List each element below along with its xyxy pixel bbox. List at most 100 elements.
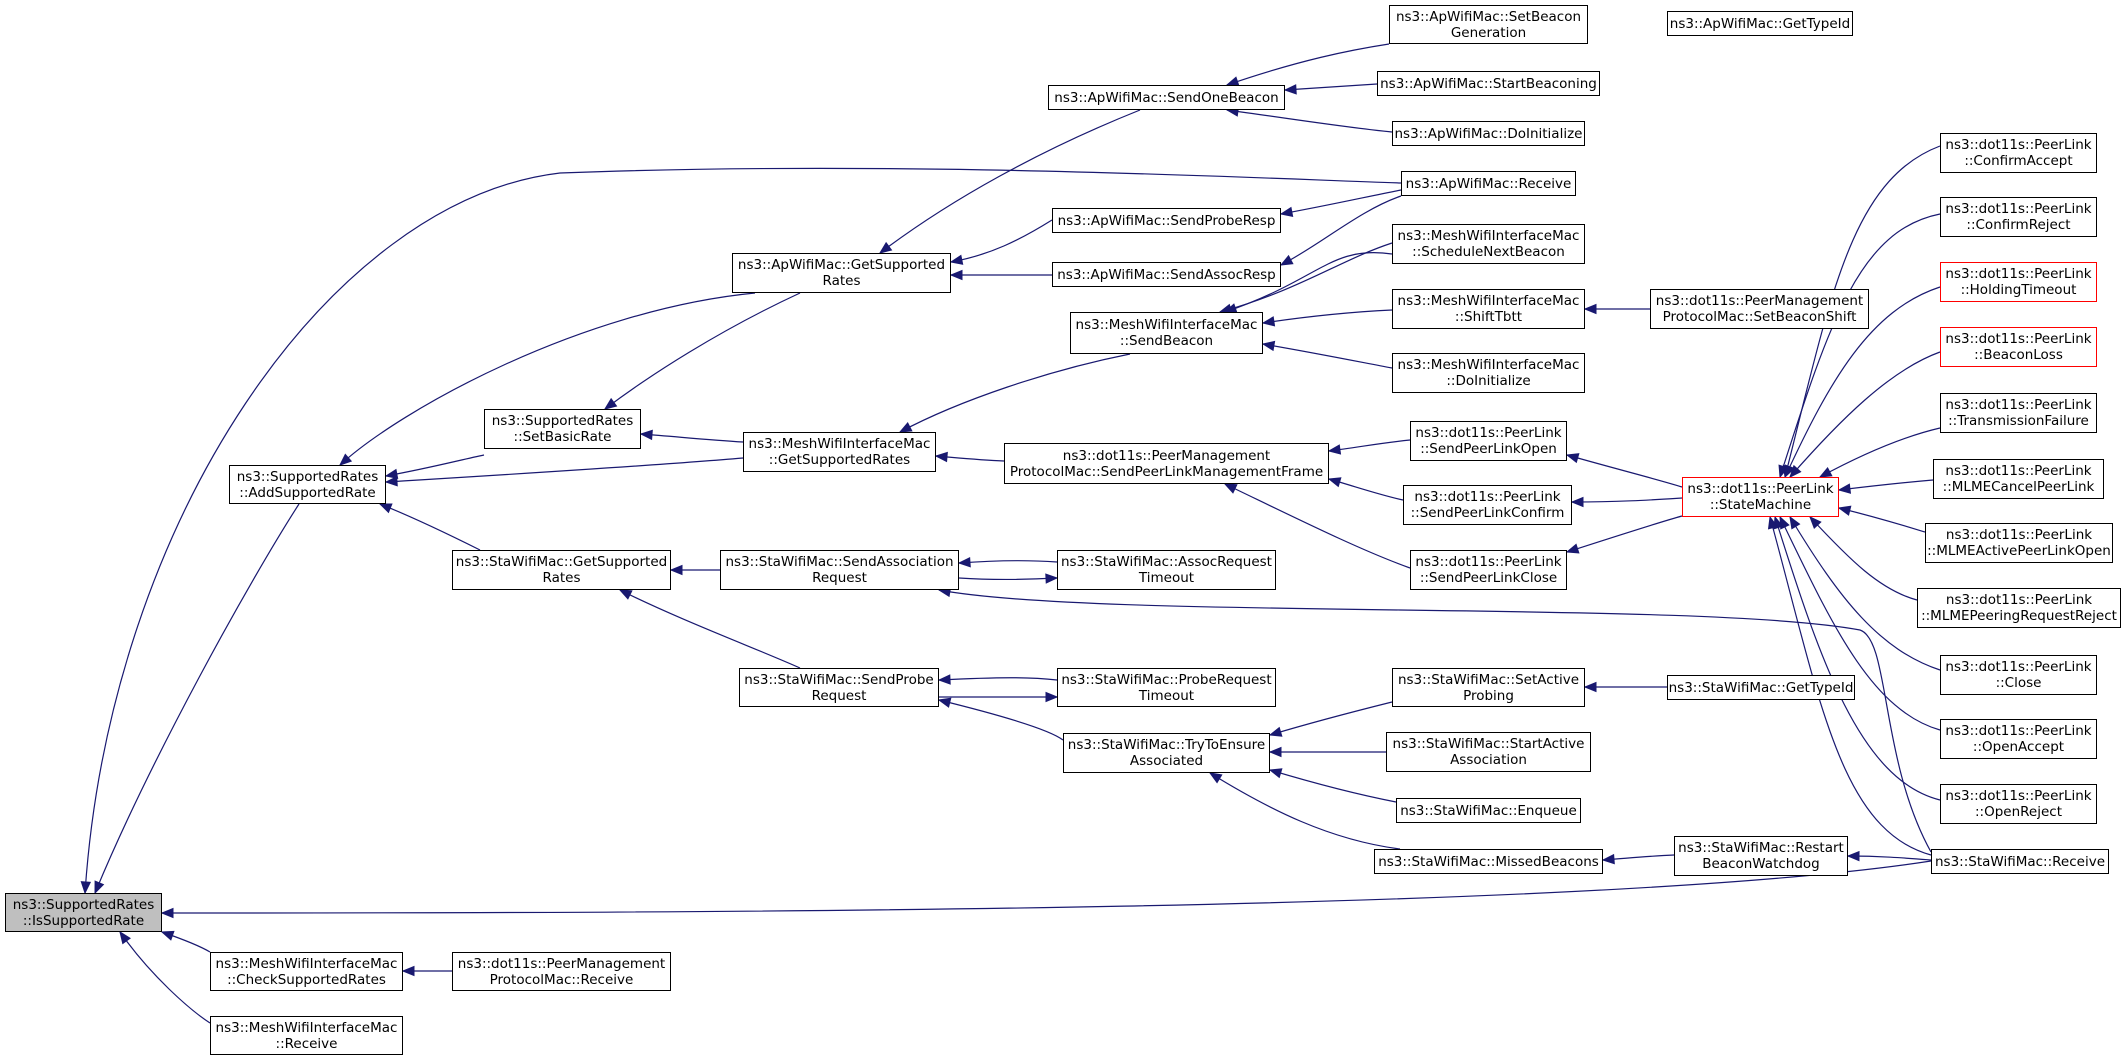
node-label-line: ::SendBeacon: [1119, 333, 1214, 349]
node-apwifimac-sendonebeacon[interactable]: ns3::ApWifiMac::SendOneBeacon: [1048, 85, 1285, 110]
node-label-line: Associated: [1129, 753, 1204, 769]
node-apwifimac-startbeaconing[interactable]: ns3::ApWifiMac::StartBeaconing: [1377, 71, 1600, 96]
node-label-line: ns3::ApWifiMac::GetTypeId: [1669, 15, 1851, 32]
node-apwifimac-doinitialize[interactable]: ns3::ApWifiMac::DoInitialize: [1392, 121, 1585, 146]
edge-n12-to-n7: [950, 219, 1053, 263]
node-label-line: ::GetSupportedRates: [768, 452, 911, 468]
node-label-line: ns3::dot11s::PeerManagement: [1062, 447, 1271, 464]
node-peerlink-mlmeactivepeerlinkopen[interactable]: ns3::dot11s::PeerLink::MLMEActivePeerLin…: [1925, 523, 2113, 563]
node-label-line: ns3::ApWifiMac::DoInitialize: [1394, 125, 1583, 142]
node-label-line: ::ShiftTbtt: [1454, 309, 1523, 325]
node-label-line: ::Receive: [275, 1035, 338, 1052]
edge-arrowhead: [1583, 681, 1597, 693]
node-meshwifiinterfacemac-getsupportedrates[interactable]: ns3::MeshWifiInterfaceMac::GetSupportedR…: [743, 432, 936, 472]
node-label-line: ProtocolMac::SendPeerLinkManagementFrame: [1009, 463, 1324, 480]
node-label-line: Timeout: [1138, 570, 1195, 586]
node-supportedrates-setbasicrate[interactable]: ns3::SupportedRates::SetBasicRate: [484, 409, 641, 449]
node-label-line: ns3::dot11s::PeerLink: [1945, 527, 2093, 543]
node-peerlink-sendpeerlinkopen[interactable]: ns3::dot11s::PeerLink::SendPeerLinkOpen: [1410, 421, 1567, 461]
node-label-line: ns3::dot11s::PeerLink: [1945, 331, 2092, 347]
node-peerlink-mlmepeeringrequestreject[interactable]: ns3::dot11s::PeerLink::MLMEPeeringReques…: [1917, 588, 2121, 628]
edge-n3-to-n0: [119, 931, 211, 1024]
node-label-line: ::SetBasicRate: [513, 429, 612, 445]
node-stawifimac-enqueue[interactable]: ns3::StaWifiMac::Enqueue: [1396, 798, 1581, 823]
node-label-line: ns3::dot11s::PeerLink: [1415, 425, 1562, 441]
node-label-line: ::Close: [1995, 675, 2042, 691]
node-apwifimac-receive[interactable]: ns3::ApWifiMac::Receive: [1401, 171, 1576, 196]
node-label-line: ::MLMECancelPeerLink: [1942, 479, 2095, 495]
node-apwifimac-gettypeid[interactable]: ns3::ApWifiMac::GetTypeId: [1667, 11, 1853, 36]
edge-arrowhead: [384, 468, 399, 480]
edge-arrowhead: [1268, 726, 1283, 737]
edge-arrowhead: [1261, 316, 1276, 327]
edge-n7-to-n1: [339, 292, 756, 466]
node-peerlink-mlmecancelpeerlink[interactable]: ns3::dot11s::PeerLink::MLMECancelPeerLin…: [1933, 459, 2104, 499]
node-peerlink-beaconloss[interactable]: ns3::dot11s::PeerLink::BeaconLoss: [1940, 327, 2097, 367]
node-peerlink-holdingtimeout[interactable]: ns3::dot11s::PeerLink::HoldingTimeout: [1940, 262, 2097, 302]
node-apwifimac-sendproberesp[interactable]: ns3::ApWifiMac::SendProbeResp: [1052, 208, 1281, 233]
node-label-line: ns3::dot11s::PeerLink: [1945, 659, 2092, 675]
node-peerlink-statemachine[interactable]: ns3::dot11s::PeerLink::StateMachine: [1682, 477, 1839, 517]
node-apwifimac-sendassocresp[interactable]: ns3::ApWifiMac::SendAssocResp: [1052, 262, 1281, 287]
node-stawifimac-missedbeacons[interactable]: ns3::StaWifiMac::MissedBeacons: [1374, 849, 1603, 874]
edge-n48-to-n37: [1774, 516, 1941, 801]
edge-arrowhead: [937, 674, 951, 685]
edge-arrowhead: [1784, 464, 1795, 479]
node-label-line: Association: [1450, 752, 1527, 768]
node-peerlink-openreject[interactable]: ns3::dot11s::PeerLink::OpenReject: [1940, 784, 2097, 824]
node-label-line: ::ConfirmAccept: [1964, 153, 2073, 169]
node-label-line: ::ConfirmReject: [1966, 217, 2071, 233]
node-meshwifiinterfacemac-receive[interactable]: ns3::MeshWifiInterfaceMac::Receive: [210, 1016, 403, 1055]
edge-arrowhead: [878, 241, 893, 254]
node-meshwifiinterfacemac-doinitialize[interactable]: ns3::MeshWifiInterfaceMac::DoInitialize: [1392, 353, 1585, 393]
node-meshwifiinterfacemac-shifttbtt[interactable]: ns3::MeshWifiInterfaceMac::ShiftTbtt: [1392, 289, 1585, 329]
node-label-line: ns3::ApWifiMac::SendProbeResp: [1057, 212, 1276, 229]
node-meshwifiinterfacemac-checksupportedrates[interactable]: ns3::MeshWifiInterfaceMac::CheckSupporte…: [210, 952, 403, 991]
node-stawifimac-receive[interactable]: ns3::StaWifiMac::Receive: [1931, 849, 2109, 874]
edge-arrowhead: [618, 589, 633, 600]
node-label-line: ns3::MeshWifiInterfaceMac: [748, 436, 931, 452]
node-supportedrates-addsupportedrate[interactable]: ns3::SupportedRates::AddSupportedRate: [229, 465, 386, 504]
node-peerlink-close[interactable]: ns3::dot11s::PeerLink::Close: [1940, 655, 2097, 695]
edge-arrowhead: [1261, 340, 1276, 352]
node-peerlink-openaccept[interactable]: ns3::dot11s::PeerLink::OpenAccept: [1940, 719, 2097, 759]
node-peerlink-transmissionfailure[interactable]: ns3::dot11s::PeerLink::TransmissionFailu…: [1940, 393, 2097, 433]
node-peerlink-sendpeerlinkclose[interactable]: ns3::dot11s::PeerLink::SendPeerLinkClose: [1410, 550, 1567, 590]
edge-arrowhead: [898, 422, 913, 433]
node-peerlink-confirmreject[interactable]: ns3::dot11s::PeerLink::ConfirmReject: [1940, 197, 2097, 237]
node-label-line: ::DoInitialize: [1446, 373, 1531, 389]
edge-arrowhead: [639, 429, 653, 441]
node-peerlink-sendpeerlinkconfirm[interactable]: ns3::dot11s::PeerLink::SendPeerLinkConfi…: [1403, 485, 1572, 525]
edge-n49-to-n37: [1769, 516, 1932, 856]
node-meshwifiinterfacemac-sendbeacon[interactable]: ns3::MeshWifiInterfaceMac::SendBeacon: [1070, 312, 1263, 354]
node-peerlink-confirmaccept[interactable]: ns3::dot11s::PeerLink::ConfirmAccept: [1940, 133, 2097, 173]
edge-arrowhead: [160, 930, 175, 941]
node-label-line: ::SendPeerLinkOpen: [1420, 441, 1557, 457]
edge-n10-to-n6: [619, 589, 801, 669]
edge-arrowhead: [1045, 691, 1059, 703]
node-stawifimac-gettypeid[interactable]: ns3::StaWifiMac::GetTypeId: [1667, 675, 1855, 700]
node-label-line: ::OpenReject: [1974, 804, 2062, 820]
node-label-line: ns3::StaWifiMac::GetTypeId: [1668, 679, 1854, 696]
node-label-line: ns3::ApWifiMac::SetBeacon: [1395, 8, 1582, 25]
edge-arrowhead: [94, 880, 105, 895]
node-label-line: ::AddSupportedRate: [239, 484, 376, 501]
node-meshwifiinterfacemac-schedulenextbeacon[interactable]: ns3::MeshWifiInterfaceMac::ScheduleNextB…: [1392, 224, 1585, 264]
node-label-line: ::SendPeerLinkConfirm: [1410, 505, 1565, 521]
node-label-line: Rates: [822, 273, 861, 289]
